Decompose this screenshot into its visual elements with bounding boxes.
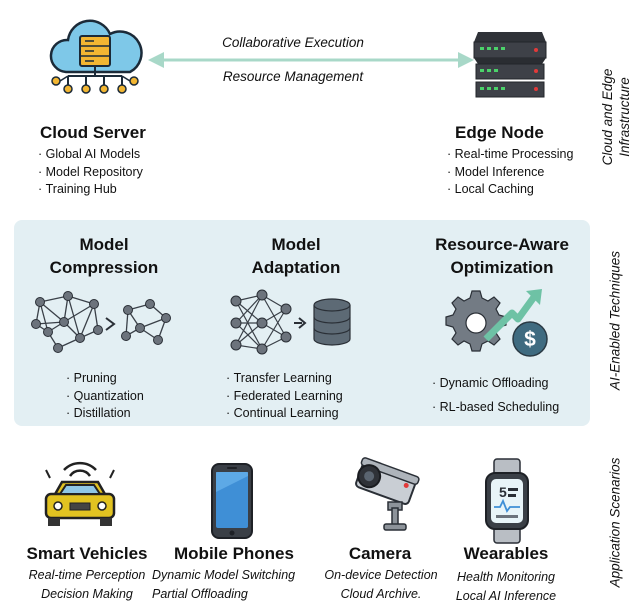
- bidirectional-arrow-icon: [148, 52, 474, 68]
- mobile-phone-icon: [211, 463, 253, 539]
- desc-line: Cloud Archive.: [340, 587, 422, 601]
- side-label-ai-techniques: AI-Enabled Techniques: [607, 250, 623, 391]
- edge-node-title: Edge Node: [455, 123, 544, 142]
- list-item: Transfer Learning: [226, 370, 343, 388]
- list-item: Federated Learning: [226, 388, 343, 406]
- desc-line: Dynamic Model Switching: [152, 568, 296, 582]
- edge-node-list: Real-time Processing Model Inference Loc…: [447, 146, 574, 199]
- cloud-server-title: Cloud Server: [40, 123, 146, 142]
- scenario-desc: Real-time Perception Decision Making: [12, 566, 162, 604]
- list-item: Model Repository: [38, 164, 143, 182]
- scenario-desc: Dynamic Model Switching Partial Offloadi…: [152, 566, 318, 604]
- list-item: Distillation: [66, 405, 144, 423]
- list-item: Model Inference: [447, 164, 573, 182]
- title-line: Adaptation: [251, 258, 341, 277]
- desc-line: Real-time Perception: [28, 568, 146, 582]
- title-line: Resource-Aware: [435, 235, 569, 254]
- adaptation-title: Model Adaptation: [222, 233, 370, 279]
- compression-title: Model Compression: [30, 233, 178, 279]
- network-pruning-icon: [31, 291, 171, 353]
- title-line: Compression: [49, 258, 159, 277]
- desc-line: On-device Detection: [324, 568, 438, 582]
- desc-line: Decision Making: [41, 587, 133, 601]
- list-item: Real-time Processing: [447, 146, 574, 164]
- optimization-list: Dynamic Offloading RL-based Scheduling: [432, 371, 560, 419]
- title-line: Model: [271, 235, 321, 254]
- desc-line: Local AI Inference: [455, 589, 557, 603]
- gear-dollar-icon: $: [445, 289, 548, 357]
- scenario-title: Smart Vehicles: [26, 544, 148, 563]
- scenario-desc: On-device Detection Cloud Archive.: [314, 566, 448, 604]
- desc-line: Partial Offloading: [152, 587, 248, 601]
- scenario-title: Wearables: [463, 544, 549, 563]
- optimization-title: Resource-Aware Optimization: [416, 233, 588, 279]
- list-item: Dynamic Offloading: [432, 371, 559, 395]
- list-item: RL-based Scheduling: [432, 395, 560, 419]
- title-line: Optimization: [450, 258, 554, 277]
- scenario-title: Mobile Phones: [174, 544, 294, 563]
- network-database-icon: [230, 289, 351, 355]
- arrow-top-label: Collaborative Execution: [222, 35, 364, 50]
- smart-car-icon: [44, 461, 116, 526]
- list-item: Global AI Models: [38, 146, 143, 164]
- side-label-line: Infrastructure: [617, 77, 632, 157]
- list-item: Quantization: [66, 388, 144, 406]
- side-label-infrastructure: Cloud and Edge Infrastructure: [599, 47, 633, 187]
- edge-server-rack-icon: [473, 32, 547, 98]
- list-item: Local Caching: [447, 181, 573, 199]
- side-label-application-scenarios: Application Scenarios: [607, 457, 623, 588]
- compression-list: Pruning Quantization Distillation: [66, 370, 144, 423]
- svg-text:5: 5: [499, 484, 507, 500]
- desc-line: Health Monitoring: [457, 570, 555, 584]
- list-item: Pruning: [66, 370, 144, 388]
- arrow-bottom-label: Resource Management: [222, 69, 364, 84]
- cloud-server-icon: [49, 19, 143, 94]
- scenario-title: Camera: [348, 544, 412, 563]
- adaptation-list: Transfer Learning Federated Learning Con…: [226, 370, 343, 423]
- scenario-desc: Health Monitoring Local AI Inference: [440, 568, 572, 606]
- side-label-line: Cloud and Edge: [600, 68, 615, 166]
- smartwatch-icon: 5: [485, 458, 529, 544]
- list-item: Training Hub: [38, 181, 143, 199]
- list-item: Continual Learning: [226, 405, 343, 423]
- security-camera-icon: [355, 457, 420, 531]
- title-line: Model: [79, 235, 129, 254]
- cloud-server-list: Global AI Models Model Repository Traini…: [38, 146, 143, 199]
- svg-text:$: $: [524, 328, 536, 351]
